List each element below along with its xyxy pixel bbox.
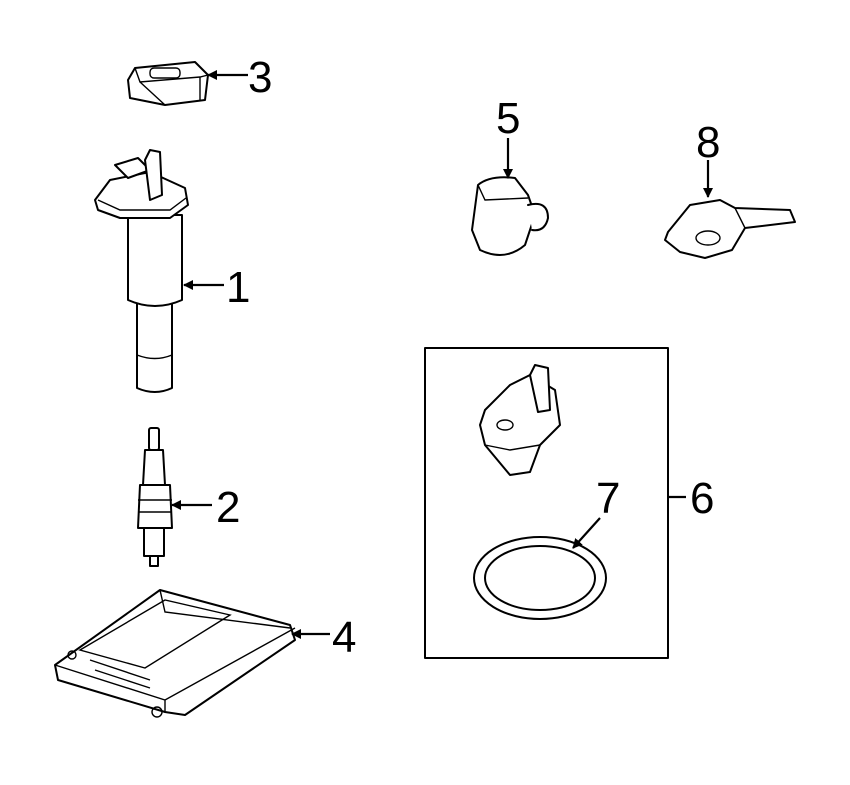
spark-plug-part[interactable] (137, 427, 173, 567)
leader-7 (572, 517, 601, 549)
callout-1[interactable]: 1 (226, 263, 250, 312)
callout-3[interactable]: 3 (248, 53, 272, 102)
callout-7[interactable]: 7 (596, 474, 620, 523)
engine-control-module-part[interactable] (54, 589, 296, 718)
sensor-kit-box[interactable] (424, 347, 669, 659)
clip-part[interactable] (127, 61, 209, 106)
callout-6[interactable]: 6 (690, 474, 714, 523)
sensor-8-part[interactable] (664, 199, 796, 259)
callout-2[interactable]: 2 (216, 483, 240, 532)
sensor-5-part[interactable] (471, 176, 549, 256)
callout-5[interactable]: 5 (496, 94, 520, 143)
callout-8[interactable]: 8 (696, 118, 720, 167)
o-ring-part[interactable] (473, 536, 607, 620)
ignition-coil-part[interactable] (94, 149, 189, 393)
callout-4[interactable]: 4 (332, 613, 356, 662)
